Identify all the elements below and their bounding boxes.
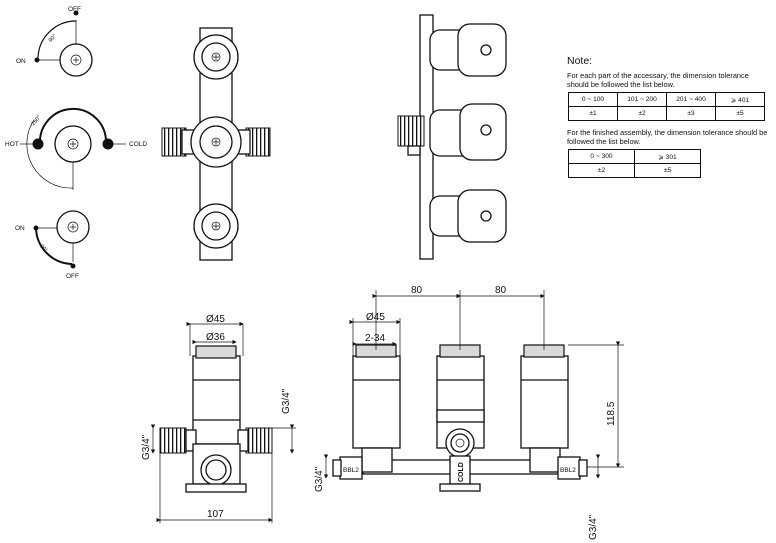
dim-g34-bottom-left: G3/4"	[314, 466, 325, 492]
bbl2-left-label: BBL2	[343, 467, 359, 474]
bottom-on-label: ON	[15, 225, 25, 232]
table-cell: ⩾ 401	[715, 92, 765, 107]
dim-g34-right: G3/4"	[281, 388, 292, 414]
hot-label: HOT	[5, 141, 19, 148]
front-view-bottom: COLD BBL2 BBL2 80 80 Ø45 2-34 118.5 G3/4…	[314, 285, 624, 540]
note-title: Note:	[567, 55, 593, 67]
assembly-tolerance-table: 0 ~ 300 ⩾ 301 ±2 ±5	[568, 149, 701, 178]
dim-80-right: 80	[495, 285, 507, 296]
mid-angle-label: 250°	[31, 115, 43, 128]
cold-handle-label: COLD	[129, 141, 147, 148]
tolerance-note: Note: For each part of the accessary, th…	[567, 55, 772, 185]
table-cell: 201 ~ 400	[666, 92, 716, 107]
table-cell: ±2	[568, 163, 635, 178]
table-cell: 0 ~ 300	[568, 149, 635, 164]
top-angle-label: 90°	[48, 34, 58, 44]
dim-118-5: 118.5	[606, 401, 617, 426]
table-cell: 101 ~ 200	[617, 92, 667, 107]
side-view-top	[397, 14, 507, 260]
dim-d36: Ø36	[206, 332, 225, 343]
table-cell: ±5	[634, 163, 701, 178]
table-cell: ⩾ 301	[634, 149, 701, 164]
bottom-handle-diagram: ON OFF 90°	[15, 210, 90, 280]
assembly-tolerance-text: For the finished assembly, the dimension…	[567, 128, 768, 146]
middle-handle-diagram: HOT COLD 250°	[5, 108, 147, 190]
front-view-top	[161, 27, 271, 261]
table-cell: ±2	[617, 106, 667, 121]
table-cell: ±1	[568, 106, 618, 121]
table-cell: 0 ~ 100	[568, 92, 618, 107]
bottom-angle-label: 90°	[38, 244, 48, 254]
dim-g34-bottom-right: G3/4"	[588, 514, 599, 540]
dim-2-34: 2-34	[365, 333, 385, 344]
table-cell: ±3	[666, 106, 716, 121]
dim-d45-front: Ø45	[366, 312, 385, 323]
top-handle-diagram: OFF ON 90°	[16, 6, 93, 77]
dim-g34-left: G3/4"	[141, 434, 152, 460]
cold-body-label: COLD	[458, 462, 465, 482]
dim-107: 107	[207, 509, 224, 520]
dim-d45-side: Ø45	[206, 314, 225, 325]
bbl2-right-label: BBL2	[560, 467, 576, 474]
dim-80-left: 80	[411, 285, 423, 296]
table-cell: ±5	[715, 106, 765, 121]
top-on-label: ON	[16, 58, 26, 65]
accessory-tolerance-text: For each part of the accessary, the dime…	[567, 71, 749, 89]
accessory-tolerance-table: 0 ~ 100 101 ~ 200 201 ~ 400 ⩾ 401 ±1 ±2 …	[568, 92, 765, 121]
top-off-label: OFF	[68, 6, 81, 13]
side-view-bottom: Ø45 Ø36 107 G3/4" G3/4"	[141, 314, 296, 523]
bottom-off-label: OFF	[66, 273, 79, 280]
